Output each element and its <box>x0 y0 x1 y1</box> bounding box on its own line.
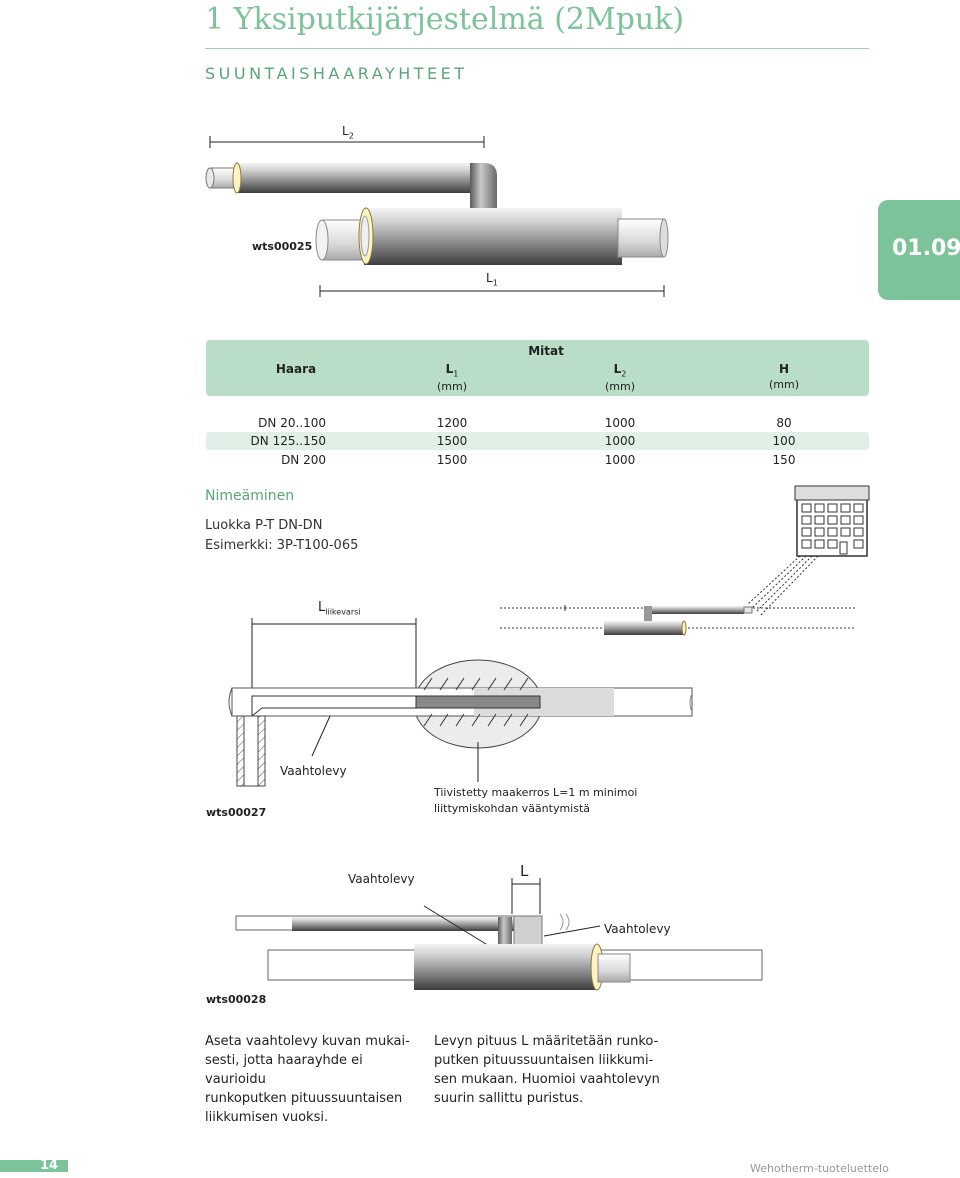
table-cell: DN 20..100 <box>258 416 326 430</box>
table-row: DN 20..100 1200 1000 80 <box>206 414 869 432</box>
paragraph-line: Levyn pituus L määritetään runko- <box>434 1034 659 1049</box>
fig2-building <box>747 485 870 617</box>
fig3-dimension-l <box>511 878 541 914</box>
fig3-ref-code: wts00028 <box>206 993 267 1006</box>
table-cell: DN 125..150 <box>250 434 326 448</box>
fig2-detail-section <box>228 659 693 787</box>
fig2-note-line-1: Tiivistetty maakerros L=1 m minimoi <box>434 786 638 799</box>
col-header-h: H(mm) <box>768 362 799 391</box>
table-cell: 100 <box>772 434 796 448</box>
page-title: 1 Yksiputkijärjestelmä (2Mpuk) <box>205 2 685 37</box>
fig3-label-foam-right: Vaahtolevy <box>604 922 671 936</box>
table-cell: DN 200 <box>281 453 326 467</box>
col-header-haara: Haara <box>275 362 317 376</box>
fig3-label-l: L <box>520 862 529 880</box>
fig1-dimension-l1 <box>319 285 665 297</box>
paragraph-line: sesti, jotta haarayhde ei vaurioidu <box>205 1053 363 1087</box>
footer-bar <box>0 1160 68 1172</box>
fig3-label-foam-left: Vaahtolevy <box>348 872 415 886</box>
instruction-paragraph-left: Aseta vaahtolevy kuvan mukai- sesti, jot… <box>205 1032 425 1127</box>
paragraph-line: putken pituussuuntaisen liikkumi- <box>434 1053 654 1068</box>
fig1-ref-code: wts00025 <box>252 240 313 253</box>
fig1-label-l1: L1 <box>486 271 498 288</box>
table-cell: 1000 <box>604 453 636 467</box>
table-group-header: Mitat <box>528 344 564 358</box>
fig2-dimension-l <box>251 618 417 694</box>
col-header-l1: L1(mm) <box>436 362 467 394</box>
section-tab: 01.09 <box>878 200 960 300</box>
fig2-label-l: Lliikevarsi <box>318 600 361 617</box>
table-cell: 80 <box>776 416 792 430</box>
paragraph-line: runkoputken pituussuuntaisen <box>205 1091 403 1106</box>
col-header-l2: L2(mm) <box>604 362 635 394</box>
section-subtitle: SUUNTAISHAARAYHTEET <box>205 64 468 83</box>
table-cell: 1500 <box>436 434 468 448</box>
table-row: DN 200 1500 1000 150 <box>206 451 869 469</box>
table-cell: 1000 <box>604 434 636 448</box>
table-cell: 1000 <box>604 416 636 430</box>
naming-heading: Nimeäminen <box>205 488 295 504</box>
title-divider <box>205 48 869 49</box>
naming-line-1: Luokka P-T DN-DN <box>205 518 323 533</box>
section-tab-label: 01.09 <box>892 236 960 261</box>
fig1-branch-pipe <box>205 162 497 212</box>
dimensions-table-header: Mitat Haara L1(mm) L2(mm) H(mm) <box>206 340 869 396</box>
paragraph-line: sen mukaan. Huomioi vaahtolevyn <box>434 1072 660 1087</box>
fig2-overview-pipes <box>500 605 855 636</box>
naming-line-2: Esimerkki: 3P-T100-065 <box>205 538 359 553</box>
fig2-note-line-2: liittymiskohdan vääntymistä <box>434 802 591 815</box>
fig2-label-foam: Vaahtolevy <box>280 764 347 778</box>
table-row: DN 125..150 1500 1000 100 <box>206 432 869 450</box>
paragraph-line: suurin sallittu puristus. <box>434 1091 584 1106</box>
table-cell: 150 <box>772 453 796 467</box>
fig1-label-l2: L2 <box>342 124 354 141</box>
fig1-dimension-l2 <box>209 136 485 148</box>
table-cell: 1500 <box>436 453 468 467</box>
page-number: 14 <box>40 1158 59 1173</box>
fig2-ref-code: wts00027 <box>206 806 267 819</box>
fig3-pipes <box>235 905 763 991</box>
publication-name: Wehotherm-tuoteluettelo <box>750 1162 889 1175</box>
table-cell: 1200 <box>436 416 468 430</box>
paragraph-line: Aseta vaahtolevy kuvan mukai- <box>205 1034 410 1049</box>
instruction-paragraph-right: Levyn pituus L määritetään runko- putken… <box>434 1032 674 1108</box>
fig1-main-pipe <box>315 207 669 265</box>
paragraph-line: liikkumisen vuoksi. <box>205 1110 329 1125</box>
